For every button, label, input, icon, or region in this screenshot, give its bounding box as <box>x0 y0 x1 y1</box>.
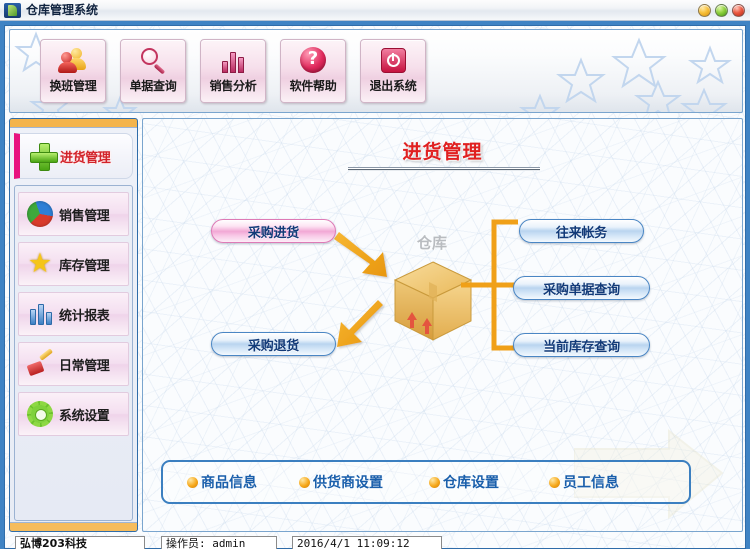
sidebar-item-purchase-active[interactable]: 进货管理 <box>14 133 133 179</box>
maximize-button[interactable] <box>715 4 728 17</box>
sidebar-item-label: 销售管理 <box>59 208 110 224</box>
status-operator: 操作员: admin <box>161 536 277 549</box>
toolbar-button-sales-analysis[interactable]: 销售分析 <box>200 39 266 103</box>
sidebar-item-daily[interactable]: 日常管理 <box>18 342 129 386</box>
magnifier-icon <box>137 45 169 75</box>
page-title: 进货管理 <box>402 141 483 163</box>
sidebar: 进货管理 销售管理 ★ 库存管理 统计报表 <box>9 118 138 532</box>
close-button[interactable] <box>732 4 745 17</box>
node-label: 采购进货 <box>247 225 300 241</box>
status-company: 弘博203科技 <box>15 536 145 549</box>
sidebar-item-label: 日常管理 <box>59 358 110 374</box>
quick-links-bar: 商品信息 供货商设置 仓库设置 员工信息 <box>161 460 691 504</box>
sidebar-menu-list: 销售管理 ★ 库存管理 统计报表 日常管理 <box>14 185 133 521</box>
toolbar-button-label: 软件帮助 <box>289 79 337 93</box>
minimize-button[interactable] <box>698 4 711 17</box>
sidebar-item-label: 库存管理 <box>59 258 110 274</box>
main-toolbar: 换班管理 单据查询 销售分析 <box>40 39 426 103</box>
power-off-icon <box>377 45 409 75</box>
link-label: 员工信息 <box>563 475 619 491</box>
orange-dot-icon <box>549 476 560 488</box>
link-product-info[interactable]: 商品信息 <box>187 472 257 492</box>
window-title: 仓库管理系统 <box>26 2 99 17</box>
pie-chart-icon <box>27 201 53 227</box>
toolbar-button-label: 单据查询 <box>129 79 177 93</box>
toolbar-button-exit[interactable]: 退出系统 <box>360 39 426 103</box>
link-label: 商品信息 <box>201 475 257 491</box>
app-logo-icon <box>4 2 21 18</box>
right-bracket-connector <box>461 219 518 351</box>
toolbar-button-help[interactable]: ? 软件帮助 <box>280 39 346 103</box>
node-purchase-inbound[interactable]: 采购进货 <box>211 219 336 243</box>
link-employee-info[interactable]: 员工信息 <box>549 472 619 492</box>
green-gear-icon <box>27 401 53 427</box>
toolbar-banner: 换班管理 单据查询 销售分析 <box>9 29 743 113</box>
sidebar-item-label: 系统设置 <box>59 408 110 424</box>
node-purchase-return[interactable]: 采购退货 <box>211 332 336 356</box>
brush-icon <box>26 348 54 377</box>
toolbar-button-shift[interactable]: 换班管理 <box>40 39 106 103</box>
users-shift-icon <box>57 45 89 75</box>
blue-bars-icon <box>27 301 53 327</box>
window-controls <box>698 4 745 17</box>
sidebar-item-label: 进货管理 <box>60 150 111 166</box>
link-supplier-settings[interactable]: 供货商设置 <box>299 472 383 492</box>
node-label: 采购退货 <box>247 338 300 354</box>
toolbar-button-document-query[interactable]: 单据查询 <box>120 39 186 103</box>
node-accounts[interactable]: 往来帐务 <box>519 219 644 243</box>
sidebar-item-inventory[interactable]: ★ 库存管理 <box>18 242 129 286</box>
toolbar-button-label: 销售分析 <box>209 79 257 93</box>
yellow-star-icon: ★ <box>27 248 53 279</box>
node-current-stock-query[interactable]: 当前库存查询 <box>513 333 650 357</box>
orange-dot-icon <box>429 476 440 488</box>
node-label: 当前库存查询 <box>543 339 620 355</box>
sidebar-item-settings[interactable]: 系统设置 <box>18 392 129 436</box>
window-frame: 换班管理 单据查询 销售分析 <box>0 21 750 549</box>
link-label: 供货商设置 <box>313 475 383 491</box>
sidebar-item-label: 统计报表 <box>59 308 110 324</box>
main-content: 进货管理 <box>142 118 743 532</box>
link-warehouse-settings[interactable]: 仓库设置 <box>429 472 499 492</box>
toolbar-button-label: 退出系统 <box>369 79 417 93</box>
sidebar-item-reports[interactable]: 统计报表 <box>18 292 129 336</box>
window-body: 换班管理 单据查询 销售分析 <box>4 25 746 549</box>
toolbar-button-label: 换班管理 <box>49 79 97 93</box>
status-bar: 弘博203科技 操作员: admin 2016/4/1 11:09:12 <box>9 536 743 549</box>
bar-chart-icon <box>217 45 249 75</box>
orange-dot-icon <box>187 476 198 488</box>
node-label: 采购单据查询 <box>543 282 620 298</box>
node-purchase-doc-query[interactable]: 采购单据查询 <box>513 276 650 300</box>
status-datetime: 2016/4/1 11:09:12 <box>292 536 442 549</box>
cardboard-box-icon <box>393 261 473 341</box>
title-bar: 仓库管理系统 <box>0 0 750 21</box>
green-plus-icon <box>30 143 58 171</box>
warehouse-label: 仓库 <box>416 234 447 252</box>
orange-dot-icon <box>299 476 310 488</box>
node-label: 往来帐务 <box>555 225 608 241</box>
question-mark-icon: ? <box>297 45 329 75</box>
sidebar-item-sales[interactable]: 销售管理 <box>18 192 129 236</box>
title-divider <box>348 167 540 171</box>
link-label: 仓库设置 <box>443 475 499 491</box>
